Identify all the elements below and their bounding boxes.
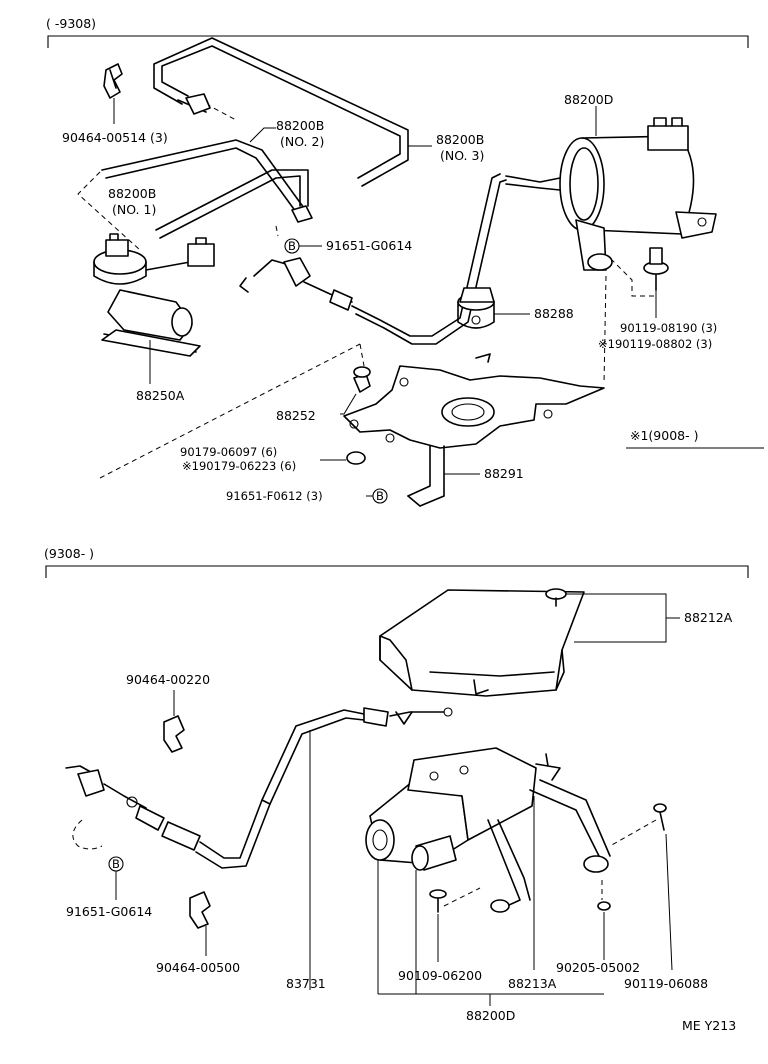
washer-90205-05002 bbox=[597, 880, 611, 960]
clip-88252 bbox=[340, 366, 371, 415]
callout-90179-06097: 90179-06097 (6) bbox=[180, 445, 277, 459]
callout-88212A: 88212A bbox=[684, 610, 733, 625]
actuator-88250A bbox=[93, 233, 215, 384]
hose-88200B-no3 bbox=[153, 37, 409, 187]
bolt-90109-06200 bbox=[429, 887, 481, 962]
cover-88212A bbox=[379, 588, 680, 697]
callout-90464-00514: 90464-00514 (3) bbox=[62, 130, 168, 145]
callout-88200B-no1: 88200B bbox=[108, 186, 156, 201]
callout-190179-06223: ※190179-06223 (6) bbox=[182, 459, 296, 473]
callout-88200B-no3: 88200B bbox=[436, 132, 484, 147]
callout-91651-F0612: 91651-F0612 (3) bbox=[226, 489, 323, 503]
actuator-88200D-top bbox=[505, 106, 717, 271]
callout-90205-05002: 90205-05002 bbox=[556, 960, 640, 975]
hose-88200B-no1 bbox=[155, 169, 313, 239]
callout-91651-G0614-bottom: 91651-G0614 bbox=[66, 904, 152, 919]
grommet-90179 bbox=[320, 451, 366, 465]
hose-88200B-no2 bbox=[101, 139, 305, 213]
callout-88200B-no3-sub: (NO. 3) bbox=[440, 148, 484, 163]
bolt-90119-08190 bbox=[611, 247, 669, 318]
note-9008-text: ※1(9008- ) bbox=[630, 428, 698, 443]
bottom-section-frame: (9308- ) bbox=[44, 546, 749, 578]
clip-90464-00500 bbox=[189, 891, 211, 956]
bracket-88291 bbox=[343, 353, 605, 507]
callout-90119-06088: 90119-06088 bbox=[624, 976, 708, 991]
callout-91651-G0614-top: 91651-G0614 bbox=[326, 238, 412, 253]
callout-88200D-bottom: 88200D bbox=[466, 1008, 515, 1023]
clip-90464-00220 bbox=[163, 690, 185, 753]
callout-88288: 88288 bbox=[534, 306, 574, 321]
b-marker-top-2-text: B bbox=[376, 489, 384, 503]
callout-88200D-top: 88200D bbox=[564, 92, 613, 107]
callout-190119-08802: ※190119-08802 (3) bbox=[598, 337, 712, 351]
callout-88213A: 88213A bbox=[508, 976, 557, 991]
clip-90464-00514 bbox=[103, 63, 123, 124]
control-cable-top bbox=[239, 173, 507, 345]
callout-88291: 88291 bbox=[484, 466, 524, 481]
top-range-label: ( -9308) bbox=[46, 16, 96, 31]
top-section-frame: ( -9308) bbox=[46, 16, 749, 48]
actuator-88200D-bottom bbox=[365, 747, 611, 913]
bolt-90119-06088 bbox=[609, 803, 673, 971]
b-marker-top: B bbox=[284, 238, 322, 254]
callout-88200B-no2-sub: (NO. 2) bbox=[280, 134, 324, 149]
callout-90464-00500: 90464-00500 bbox=[156, 960, 240, 975]
callout-88252: 88252 bbox=[276, 408, 316, 423]
callout-90109-06200: 90109-06200 bbox=[398, 968, 482, 983]
callout-88200B-no1-sub: (NO. 1) bbox=[112, 202, 156, 217]
switch-88288 bbox=[457, 287, 530, 329]
note-9008: ※1(9008- ) bbox=[626, 428, 764, 449]
b-marker-bottom: B bbox=[108, 856, 124, 900]
callout-90464-00220: 90464-00220 bbox=[126, 672, 210, 687]
footer-code: ME Y213 bbox=[682, 1018, 736, 1033]
callout-88200B-no2: 88200B bbox=[276, 118, 324, 133]
b-marker-top-2: B bbox=[366, 488, 388, 504]
b-marker-bottom-text: B bbox=[112, 857, 120, 871]
callout-83731: 83731 bbox=[286, 976, 326, 991]
callout-88250A: 88250A bbox=[136, 388, 185, 403]
b-marker-top-text: B bbox=[288, 239, 296, 253]
callout-90119-08190: 90119-08190 (3) bbox=[620, 321, 717, 335]
bottom-range-label: (9308- ) bbox=[44, 546, 94, 561]
cable-83731 bbox=[65, 707, 453, 990]
